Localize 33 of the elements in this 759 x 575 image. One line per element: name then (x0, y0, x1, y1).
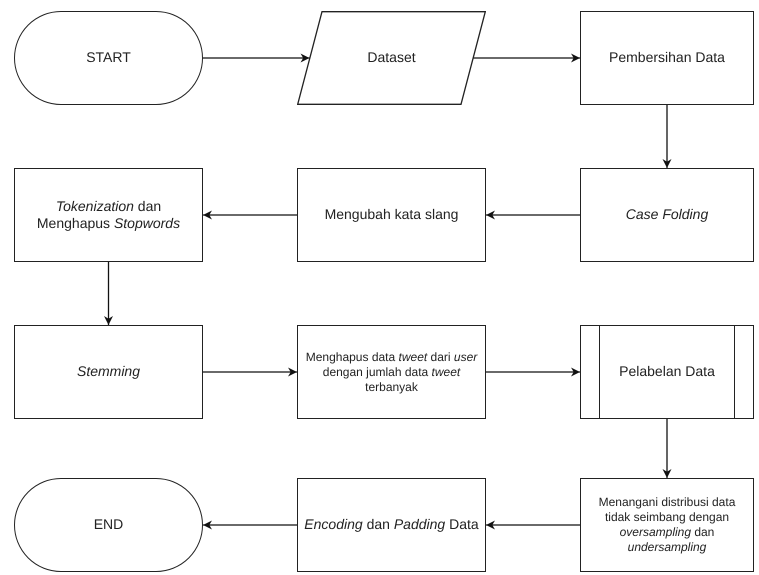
process-box (580, 168, 754, 262)
node-label: Stemming (76, 363, 140, 381)
node-label: Mengubah kata slang (324, 206, 458, 224)
arrow (486, 520, 580, 530)
node-label: Pembersihan Data (609, 49, 725, 67)
node-label: END (94, 516, 124, 534)
node-label: Case Folding (626, 206, 708, 224)
arrow (203, 520, 297, 530)
node-label: Encoding dan Padding Data (304, 516, 479, 534)
process-box (297, 168, 486, 262)
arrow (486, 210, 580, 220)
process-box (580, 478, 754, 572)
node-label: Menghapus data tweet dari user dengan jumlah data tweet terbanyak (304, 350, 479, 394)
process-box (297, 325, 486, 419)
process-box (14, 325, 203, 419)
arrow (486, 368, 580, 376)
arrow (203, 368, 297, 376)
node-label: Menangani distribusi data tidak seimbang dengan oversampling dan undersampling (598, 495, 736, 555)
node-label: Dataset (367, 49, 416, 67)
arrow (203, 210, 297, 220)
arrow (104, 262, 113, 325)
data-parallelogram (297, 11, 486, 105)
arrow (203, 54, 310, 62)
subprocess-box (580, 325, 754, 419)
arrow (662, 105, 672, 168)
node-label: Tokenization dan Menghapus Stopwords (36, 198, 182, 232)
node-label: Pelabelan Data (619, 363, 715, 381)
arrow (474, 54, 580, 62)
node-label: START (86, 49, 131, 67)
process-box (580, 11, 754, 105)
process-box (14, 168, 203, 262)
process-box (297, 478, 486, 572)
arrow (662, 419, 672, 478)
